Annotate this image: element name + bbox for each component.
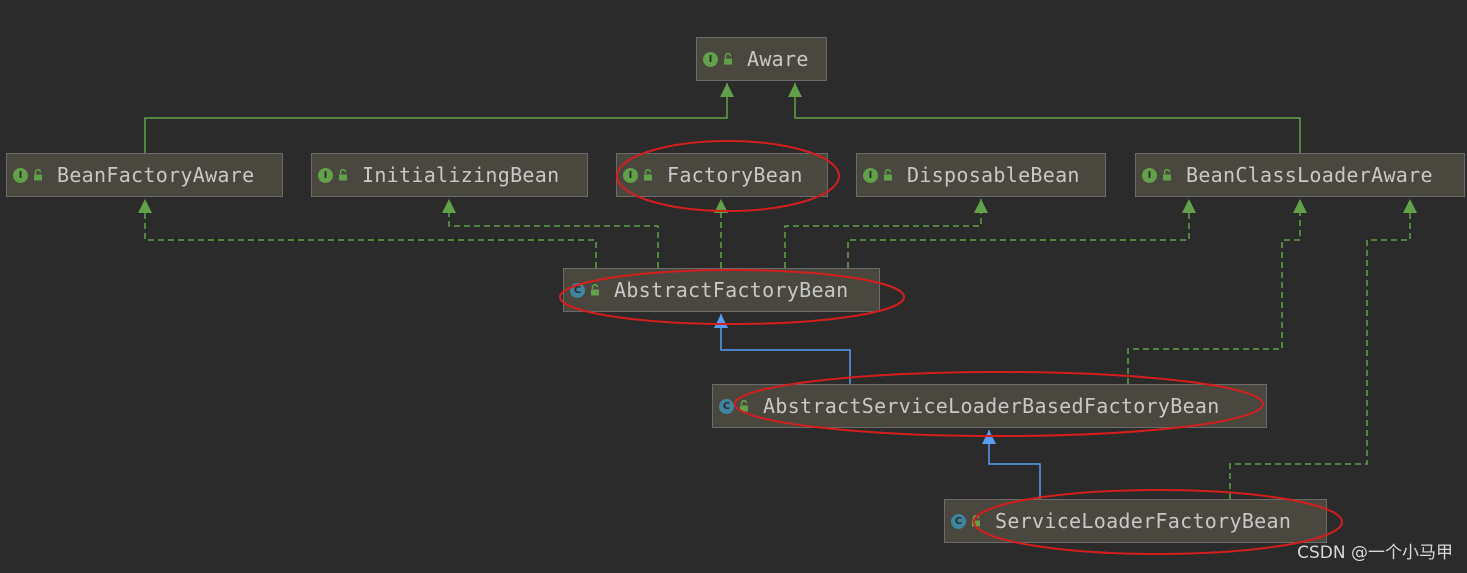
public-lock-icon	[644, 169, 652, 181]
node-initializingbean[interactable]: I InitializingBean	[311, 153, 588, 197]
edge-arrowhead	[982, 430, 996, 444]
class-badge-icon: C	[951, 513, 966, 529]
edge-serviceloaderfactorybean-to-abstractserviceloaderbasedfactorybean	[982, 430, 1041, 499]
edge-abstractserviceloaderbasedfactorybean-to-beanclassloaderaware	[1127, 199, 1307, 384]
interface-badge-icon: I	[1142, 167, 1157, 183]
edge-abstractfactorybean-to-initializingbean	[442, 199, 659, 268]
edge-abstractfactorybean-to-disposablebean	[784, 199, 988, 268]
node-label: AbstractServiceLoaderBasedFactoryBean	[763, 394, 1220, 418]
node-label: BeanClassLoaderAware	[1186, 163, 1433, 187]
node-label: AbstractFactoryBean	[614, 278, 849, 302]
node-abstractfactorybean[interactable]: C AbstractFactoryBean	[563, 268, 880, 312]
public-lock-icon	[339, 169, 347, 181]
interface-badge-icon: I	[863, 167, 878, 183]
interface-badge-icon: I	[318, 167, 333, 183]
node-serviceloaderfactorybean[interactable]: C ServiceLoaderFactoryBean	[944, 499, 1327, 543]
node-aware[interactable]: I Aware	[696, 37, 827, 81]
node-factorybean[interactable]: I FactoryBean	[616, 153, 828, 197]
node-beanclassloaderaware[interactable]: I BeanClassLoaderAware	[1135, 153, 1465, 197]
edge-arrowhead	[714, 314, 728, 328]
edge-arrowhead	[788, 83, 802, 97]
edge-arrowhead	[720, 83, 734, 97]
public-lock-icon	[724, 53, 732, 65]
edge-abstractserviceloaderbasedfactorybean-to-abstractfactorybean	[714, 314, 851, 384]
interface-badge-icon: I	[703, 51, 718, 67]
public-lock-icon	[740, 400, 748, 412]
node-abstractserviceloaderbasedfactorybean[interactable]: C AbstractServiceLoaderBasedFactoryBean	[712, 384, 1267, 428]
edge-arrowhead	[1182, 199, 1196, 213]
interface-badge-icon: I	[623, 167, 638, 183]
edge-arrowhead	[138, 199, 152, 213]
public-lock-icon	[591, 284, 599, 296]
node-beanfactoryaware[interactable]: I BeanFactoryAware	[6, 153, 283, 197]
public-lock-icon	[1163, 169, 1171, 181]
watermark: CSDN @一个小马甲	[1297, 543, 1453, 563]
edge-abstractfactorybean-to-beanclassloaderaware	[847, 199, 1196, 268]
edge-beanclassloaderaware-to-aware	[788, 83, 1301, 153]
node-disposablebean[interactable]: I DisposableBean	[856, 153, 1106, 197]
node-label: ServiceLoaderFactoryBean	[995, 509, 1292, 533]
edge-beanfactoryaware-to-aware	[144, 83, 734, 153]
edge-abstractfactorybean-to-beanfactoryaware	[138, 199, 597, 268]
node-label: BeanFactoryAware	[57, 163, 255, 187]
edge-serviceloaderfactorybean-to-beanclassloaderaware	[1229, 199, 1417, 499]
public-lock-icon	[884, 169, 892, 181]
edge-arrowhead	[974, 199, 988, 213]
class-badge-icon: C	[570, 282, 585, 298]
class-badge-icon: C	[719, 398, 734, 414]
edge-arrowhead	[714, 199, 728, 213]
public-lock-icon	[972, 515, 980, 527]
interface-badge-icon: I	[13, 167, 28, 183]
edge-arrowhead	[442, 199, 456, 213]
edge-abstractfactorybean-to-factorybean	[714, 199, 728, 268]
node-label: InitializingBean	[362, 163, 560, 187]
edge-arrowhead	[1403, 199, 1417, 213]
node-label: DisposableBean	[907, 163, 1080, 187]
public-lock-icon	[34, 169, 42, 181]
node-label: FactoryBean	[667, 163, 803, 187]
node-label: Aware	[747, 47, 809, 71]
edge-arrowhead	[1293, 199, 1307, 213]
